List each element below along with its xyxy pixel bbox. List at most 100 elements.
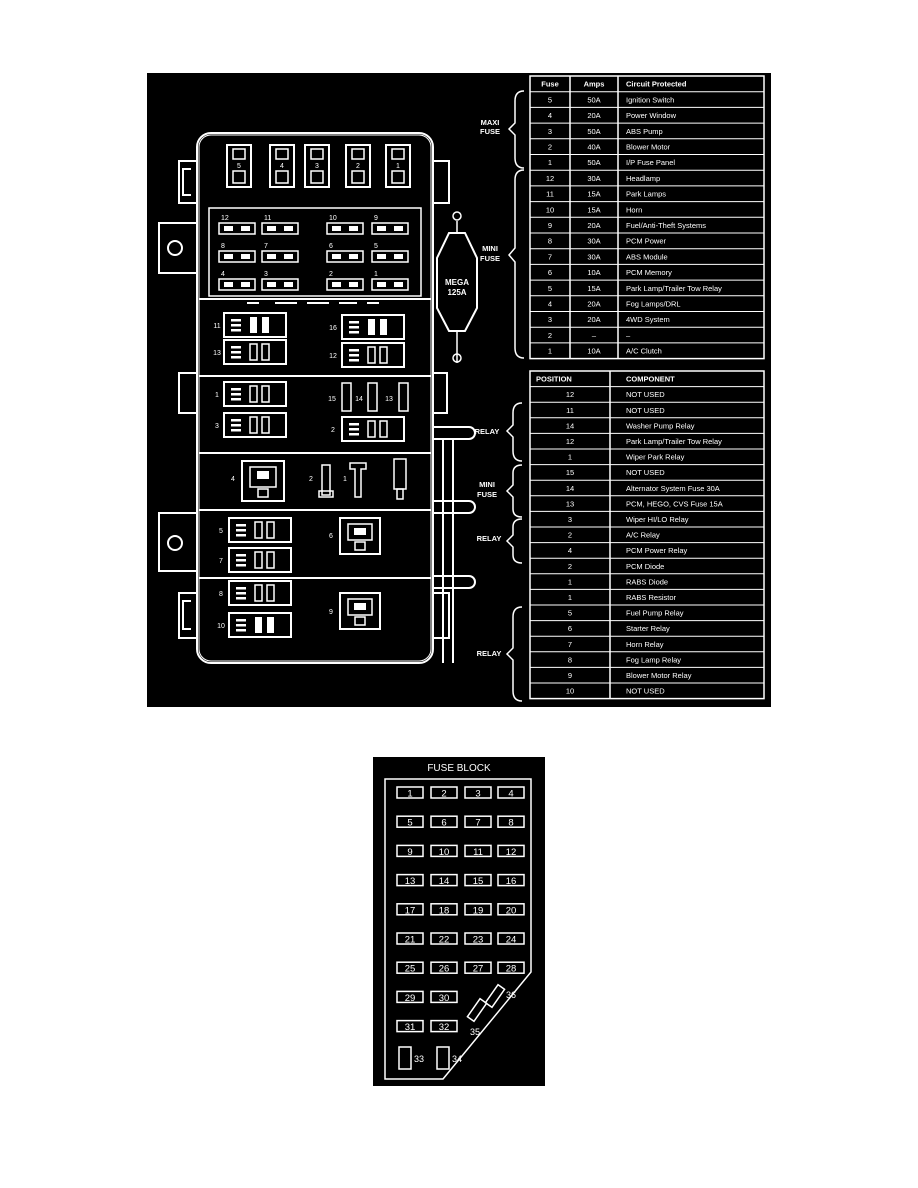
mini-fuse-label: 11 bbox=[264, 215, 271, 222]
fuse-block-fuse: 6 bbox=[430, 815, 458, 829]
fuse-block-fuse: 10 bbox=[430, 844, 458, 858]
fuse-block-fuse-label: 30 bbox=[439, 993, 450, 1004]
fuse-block-fuse: 23 bbox=[464, 932, 492, 946]
fuse-block-fuse-label: 22 bbox=[439, 935, 450, 946]
table-cell: 10A bbox=[587, 347, 600, 356]
maxi-fuse-label: 1 bbox=[396, 163, 400, 170]
fuse-block-fuse-label: 23 bbox=[473, 935, 484, 946]
mini-fuse-panel bbox=[208, 207, 422, 304]
mega-fuse-amps: 125A bbox=[447, 288, 466, 297]
fuse-block-fuse: 31 bbox=[396, 1019, 424, 1033]
fuse-block-fuse: 15 bbox=[464, 873, 492, 887]
table-header: POSITION bbox=[536, 375, 572, 384]
relay-7: 7 bbox=[219, 547, 292, 573]
fuse-block-fuse: 18 bbox=[430, 903, 458, 916]
table-header: Fuse bbox=[541, 80, 559, 89]
group-labels: MAXI FUSE MINI FUSE RELAY MINI FUSE RELA… bbox=[475, 118, 502, 658]
fuse-block-fuse-label: 29 bbox=[405, 993, 416, 1004]
mini-fuse: 10 bbox=[326, 215, 364, 235]
relay-6-label: 6 bbox=[329, 533, 333, 540]
table-cell: 4WD System bbox=[626, 315, 670, 324]
table-cell: 20A bbox=[587, 111, 600, 120]
fuse-36-label: 36 bbox=[506, 990, 516, 1000]
table-cell: 30A bbox=[587, 237, 600, 246]
table-cell: 7 bbox=[568, 640, 572, 649]
relay-6 bbox=[339, 517, 381, 555]
mini-fuse: 5 bbox=[371, 243, 409, 263]
fuse-block-fuse-label: 11 bbox=[473, 847, 483, 858]
table-cell: RABS Resistor bbox=[626, 593, 677, 602]
table-cell: 14 bbox=[566, 421, 574, 430]
table-cell: Fog Lamps/DRL bbox=[626, 299, 681, 308]
mini-fuse-label: 7 bbox=[264, 243, 268, 250]
mini-fuse-label: 9 bbox=[374, 215, 378, 222]
fuse-block-fuse: 13 bbox=[396, 873, 424, 887]
fuse-block-fuse-label: 7 bbox=[475, 818, 480, 829]
fuse-33-label: 33 bbox=[414, 1054, 424, 1064]
mini-fuse: 12 bbox=[218, 215, 256, 235]
maxi-fuse-4: 4 bbox=[269, 144, 295, 188]
table-cell: 3 bbox=[548, 315, 552, 324]
mini-fuse: 4 bbox=[218, 271, 256, 291]
relay-9 bbox=[339, 592, 381, 630]
relay-2: 2 bbox=[331, 416, 405, 442]
table-cell: 12 bbox=[546, 174, 554, 183]
fuse-block-fuse: 19 bbox=[464, 903, 492, 916]
relay-13: 13 bbox=[213, 339, 287, 365]
table-cell: Park Lamp/Trailer Tow Relay bbox=[626, 284, 722, 293]
relay-label: 11 bbox=[213, 323, 220, 330]
table-cell: PCM Power bbox=[626, 237, 667, 246]
relay-label: 12 bbox=[329, 353, 337, 360]
fuse-block-fuse: 27 bbox=[464, 961, 492, 975]
fuse-block-fuse-label: 24 bbox=[506, 935, 517, 946]
mini-fuse: 11 bbox=[261, 215, 299, 235]
fuse-block-fuse-label: 3 bbox=[475, 789, 480, 800]
mini-fuse-label: 6 bbox=[329, 243, 333, 250]
mini-fuse: 6 bbox=[326, 243, 364, 263]
table-cell: Blower Motor bbox=[626, 142, 671, 151]
table-header: COMPONENT bbox=[626, 375, 675, 384]
table-cell: 6 bbox=[568, 624, 572, 633]
table-cell: Fog Lamp Relay bbox=[626, 655, 681, 664]
fuse-block-fuse: 30 bbox=[430, 990, 458, 1004]
fuse-36 bbox=[484, 983, 506, 1009]
fuse-block-fuse-label: 31 bbox=[405, 1022, 416, 1033]
relay-label: 2 bbox=[331, 427, 335, 434]
table-cell: Wiper HI/LO Relay bbox=[626, 515, 689, 524]
mini-fuse-label: 4 bbox=[221, 271, 225, 278]
fuse-block-fuse: 16 bbox=[497, 873, 525, 887]
fuse-block-fuse: 2 bbox=[430, 786, 458, 800]
mini-fuse-label: 5 bbox=[374, 243, 378, 250]
relay-9-label: 9 bbox=[329, 609, 333, 616]
relay-label: 8 bbox=[219, 591, 223, 598]
fuse-block-fuse: 7 bbox=[464, 815, 492, 829]
fuse-15-label: 15 bbox=[328, 396, 336, 403]
table-cell: 9 bbox=[548, 221, 552, 230]
fuse-block-fuse: 26 bbox=[430, 961, 458, 975]
table-cell: 4 bbox=[568, 546, 572, 555]
fuse-block-fuse: 12 bbox=[497, 844, 525, 858]
fuse-13-label: 13 bbox=[385, 396, 393, 403]
fuse-block-fuse-label: 25 bbox=[405, 964, 416, 975]
fuse-block-fuse-label: 1 bbox=[407, 789, 412, 800]
relay-10: 10 bbox=[217, 612, 292, 638]
table-cell: 50A bbox=[587, 127, 600, 136]
table-cell: – bbox=[592, 331, 597, 340]
table-cell: Fuel Pump Relay bbox=[626, 609, 684, 618]
table-cell: NOT USED bbox=[626, 468, 665, 477]
table-cell: 15A bbox=[587, 205, 600, 214]
fuse-block-fuse: 28 bbox=[497, 961, 525, 975]
